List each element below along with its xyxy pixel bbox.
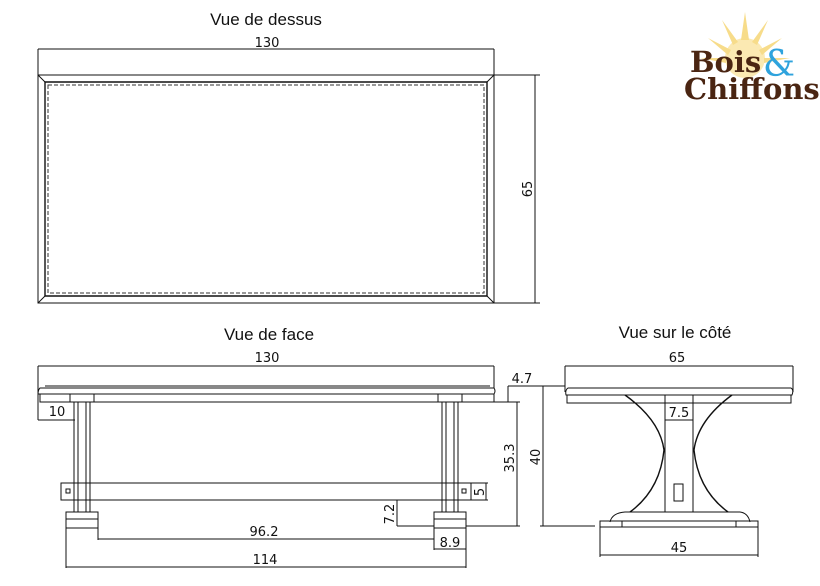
leg-height-label: 35.3: [503, 444, 518, 473]
mortise: [673, 483, 684, 502]
top-view-depth-label: 65: [521, 181, 536, 198]
top-view-width-label: 130: [255, 36, 280, 51]
hidden-line-apron: [47, 84, 485, 294]
logo-ampersand: &: [763, 44, 795, 85]
base-label: 45: [671, 541, 688, 556]
apron: [39, 393, 495, 403]
foot-width-label: 8.9: [440, 536, 461, 551]
side-view-title: Vue sur le côté: [619, 323, 732, 342]
top-view-title: Vue de dessus: [210, 10, 322, 29]
side-tabletop: [565, 387, 794, 396]
sun-icon: [700, 12, 790, 78]
top-view: Vue de dessus 130 65: [37, 10, 540, 304]
base-span-label: 114: [253, 553, 278, 568]
total-height-label: 40: [529, 449, 544, 466]
stretcher-label: 5: [473, 488, 488, 496]
inner-span-label: 96.2: [250, 525, 279, 540]
base-foot: [609, 511, 751, 523]
right-foot: [433, 511, 467, 529]
top-thickness-label: 4.7: [512, 372, 533, 387]
left-foot: [65, 511, 99, 529]
right-bracket: [693, 394, 733, 513]
logo-chiffons-text: Chiffons: [684, 72, 820, 106]
front-view-length-label: 130: [255, 351, 280, 366]
post-width-label: 7.5: [669, 406, 690, 421]
left-bracket: [624, 394, 665, 513]
overhang-label: 10: [49, 405, 66, 420]
stretcher: [60, 482, 472, 501]
tabletop-profile: [37, 387, 496, 395]
side-view: Vue sur le côté 65 7.5 45: [564, 323, 794, 557]
front-view: Vue de face 130 10: [37, 325, 595, 568]
side-view-width-label: 65: [669, 351, 686, 366]
logo: Bois & Chiffons: [684, 12, 820, 106]
front-view-title: Vue de face: [224, 325, 314, 344]
tabletop-outline: [37, 74, 495, 304]
stretcher-height-label: 7.2: [383, 504, 398, 525]
logo-bois-text: Bois: [690, 45, 761, 79]
